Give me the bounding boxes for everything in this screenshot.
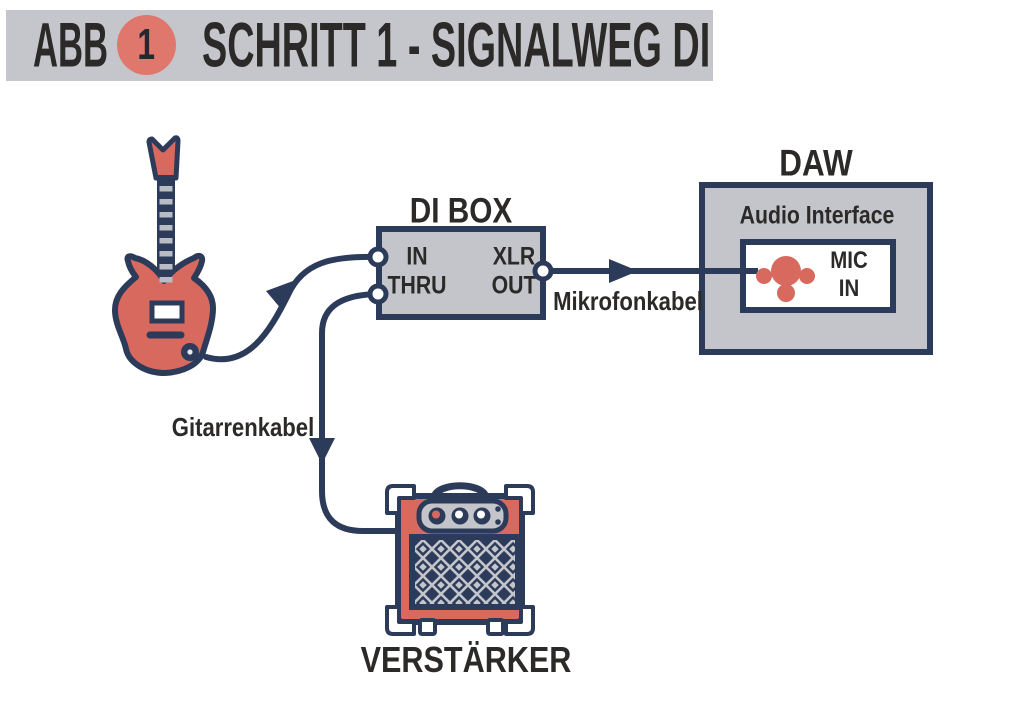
di-box-port-out-label: OUT <box>491 271 537 300</box>
guitar-knob <box>181 343 199 361</box>
guitar-neck <box>157 175 175 288</box>
mic-in-box <box>740 239 896 313</box>
amp-body <box>395 493 525 625</box>
guitar-body <box>112 252 216 376</box>
di-box-port-thru-label: THRU <box>387 271 447 300</box>
audio-interface-label: Audio Interface <box>739 201 895 230</box>
daw-title: DAW <box>779 142 853 184</box>
amp-foot <box>486 618 505 636</box>
amp-knob <box>428 507 446 525</box>
amp-foot <box>418 618 437 636</box>
mic-cable-label: Mikrofonkabel <box>553 286 703 316</box>
amp-speaker-grille <box>409 534 521 610</box>
amplifier-label: VERSTÄRKER <box>360 639 572 680</box>
amp-knob <box>451 507 469 525</box>
guitar-frets <box>159 186 173 283</box>
di-box <box>376 226 546 320</box>
guitar-pickup <box>149 300 185 324</box>
amp-handle <box>430 482 490 501</box>
figure-title: SCHRITT 1 - SIGNALWEG DI <box>202 10 711 81</box>
figure-number: 1 <box>137 20 156 69</box>
guitar-headstock <box>146 135 181 181</box>
mic-in-label-line2: IN <box>838 275 860 302</box>
di-box-port-xlr-label: XLR <box>492 242 536 271</box>
figure-header: ABB 1 SCHRITT 1 - SIGNALWEG DI <box>6 10 713 81</box>
mic-in-label-line1: MIC <box>830 247 868 274</box>
thru-cable <box>319 291 399 534</box>
di-box-port-in-label: IN <box>406 242 428 271</box>
amp-corner-brackets <box>385 484 535 636</box>
di-box-title: DI BOX <box>409 191 513 231</box>
figure-number-badge: 1 <box>117 15 176 75</box>
figure-abbreviation: ABB <box>33 10 109 81</box>
amp-icon <box>385 482 535 636</box>
guitar-cable <box>203 253 380 363</box>
amp-knob <box>473 507 491 525</box>
guitar-cable-arrow-icon <box>266 281 293 310</box>
mic-cable-arrow-icon <box>609 259 638 283</box>
guitar-cable-label: Gitarrenkabel <box>171 412 315 442</box>
amp-control-panel <box>416 498 509 534</box>
guitar-icon <box>112 135 216 376</box>
